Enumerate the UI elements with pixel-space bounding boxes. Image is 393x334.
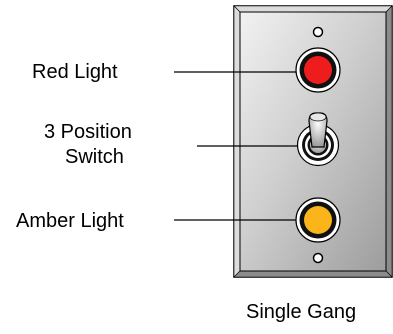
caption: Single Gang xyxy=(246,301,357,323)
mounting-screw-bottom xyxy=(312,252,324,264)
label-switch-line1: 3 Position xyxy=(44,121,132,143)
leader-lines xyxy=(174,71,297,221)
label-red-light: Red Light xyxy=(32,61,118,83)
toggle-switch xyxy=(296,112,340,167)
mounting-screw-top xyxy=(312,26,324,38)
label-amber-light: Amber Light xyxy=(16,210,124,232)
amber-light xyxy=(295,197,341,243)
red-light xyxy=(295,47,341,93)
label-switch-line2: Switch xyxy=(65,146,124,168)
